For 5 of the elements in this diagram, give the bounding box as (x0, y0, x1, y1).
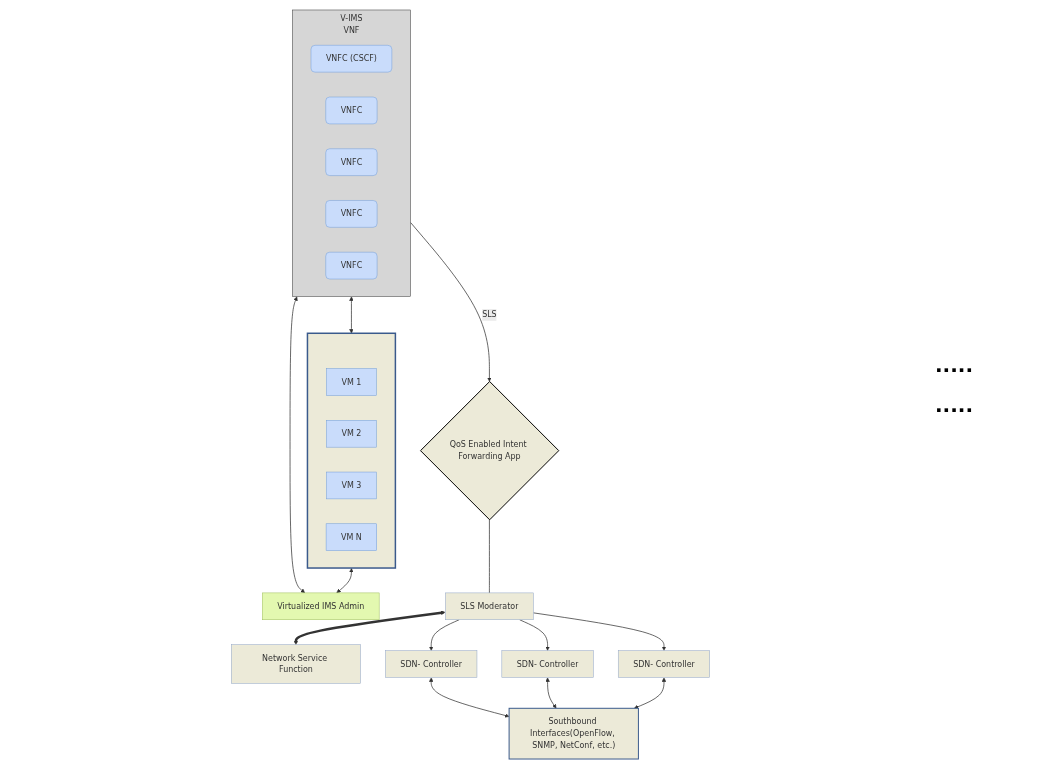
ellipsis-label: ..... (935, 352, 974, 377)
connector (489, 519, 490, 594)
arrow (293, 610, 446, 645)
ellipsis-label: ..... (935, 392, 974, 417)
cluster (306, 332, 397, 569)
